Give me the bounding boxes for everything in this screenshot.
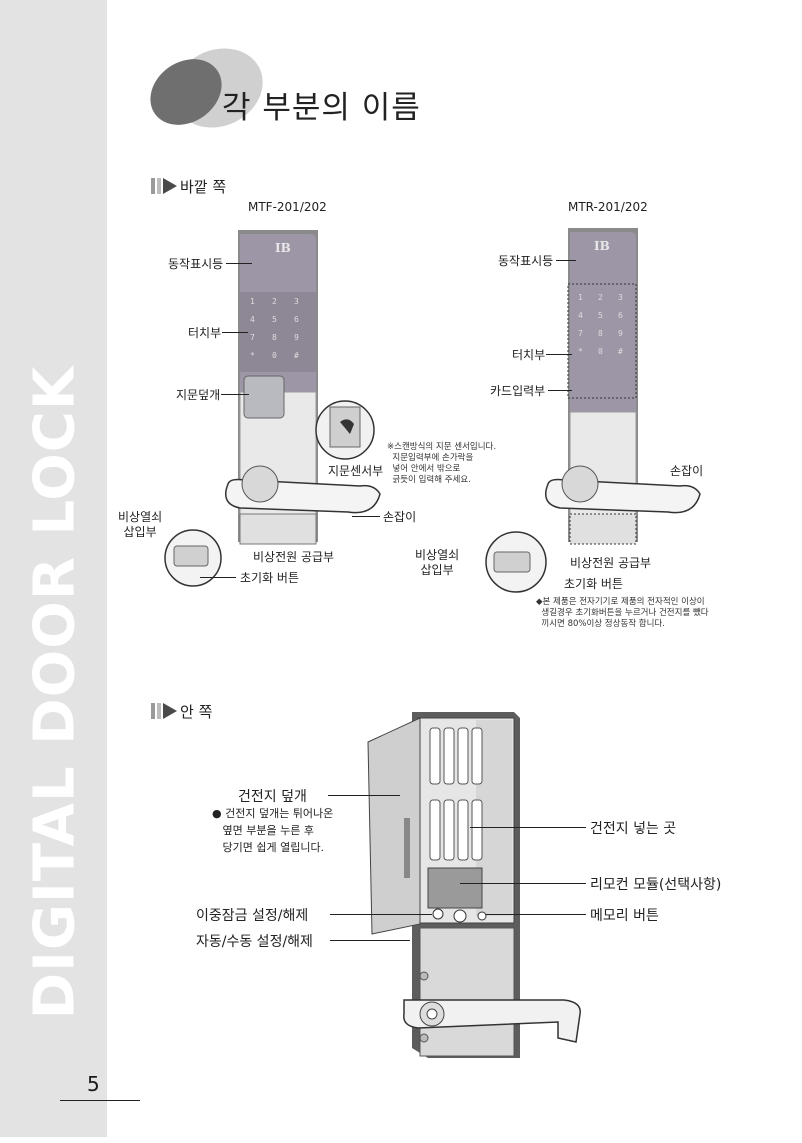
lock-outside-mtr-illustration: IB 1 2 3 4 5 6 7 8 9 * 0 # xyxy=(485,228,701,593)
label-memory-button: 메모리 버튼 xyxy=(590,908,659,924)
label-double-lock: 이중잠금 설정/해제 xyxy=(196,908,309,924)
svg-text:6: 6 xyxy=(294,315,299,324)
label-emergency-power-right: 비상전원 공급부 xyxy=(570,556,652,570)
label-touch-right: 터치부 xyxy=(512,348,546,362)
svg-text:5: 5 xyxy=(272,315,277,324)
model-right: MTR-201/202 xyxy=(568,200,648,214)
section-heading-outside: 바깥 쪽 xyxy=(180,178,227,196)
label-emergency-power-left: 비상전원 공급부 xyxy=(253,550,335,564)
label-fp-sensor-left: 지문센서부 xyxy=(328,464,384,478)
page-title: 각 부분의 이름 xyxy=(222,90,421,126)
svg-text:9: 9 xyxy=(618,329,623,338)
section-marker-outside xyxy=(151,178,177,194)
lock-inside-illustration xyxy=(367,712,581,1058)
label-card-right: 카드입력부 xyxy=(490,384,546,398)
svg-text:8: 8 xyxy=(598,329,603,338)
svg-text:0: 0 xyxy=(272,351,277,360)
label-touch-left: 터치부 xyxy=(188,326,222,340)
svg-text:1: 1 xyxy=(250,297,255,306)
svg-text:9: 9 xyxy=(294,333,299,342)
reset-note: ◆본 제품은 전자기기로 제품의 전자적인 이상이 생길경우 초기화버튼을 누르… xyxy=(536,597,709,629)
label-battery-place: 건전지 넣는 곳 xyxy=(590,821,677,837)
label-indicator-right: 동작표시등 xyxy=(498,254,554,268)
sidebar-band xyxy=(0,0,107,1137)
svg-text:#: # xyxy=(294,351,299,360)
svg-text:6: 6 xyxy=(618,311,623,320)
label-auto-manual: 자동/수동 설정/해제 xyxy=(196,934,313,950)
svg-text:4: 4 xyxy=(578,311,583,320)
svg-text:IB: IB xyxy=(594,239,610,253)
svg-text:7: 7 xyxy=(250,333,255,342)
label-handle-right: 손잡이 xyxy=(670,464,704,478)
section-marker-inside xyxy=(151,703,177,719)
label-remote-module: 리모컨 모듈(선택사항) xyxy=(590,877,722,893)
svg-text:8: 8 xyxy=(272,333,277,342)
svg-text:2: 2 xyxy=(272,297,277,306)
svg-text:4: 4 xyxy=(250,315,255,324)
label-reset-right: 초기화 버튼 xyxy=(564,577,624,591)
title-decoration xyxy=(150,48,263,128)
label-battery-cover: 건전지 덮개 xyxy=(238,789,307,805)
label-fp-cover-left: 지문덮개 xyxy=(176,388,221,402)
svg-text:0: 0 xyxy=(598,347,603,356)
svg-text:7: 7 xyxy=(578,329,583,338)
page-number-rule xyxy=(60,1100,140,1101)
label-handle-left: 손잡이 xyxy=(383,510,417,524)
svg-text:*: * xyxy=(578,347,583,356)
fp-note: ※스캔방식의 지문 센서입니다. 지문입력부에 손가락을 넣어 안에서 밖으로 … xyxy=(387,442,497,485)
label-key-slot-left: 비상열쇠 삽입부 xyxy=(118,510,163,539)
svg-text:5: 5 xyxy=(598,311,603,320)
svg-text:IB: IB xyxy=(275,241,291,255)
sidebar-title: DIGITAL DOOR LOCK xyxy=(22,365,88,1020)
svg-text:2: 2 xyxy=(598,293,603,302)
lock-outside-mtf-illustration: IB 1 2 3 4 5 6 7 8 9 * 0 # xyxy=(164,230,381,587)
svg-text:3: 3 xyxy=(618,293,623,302)
svg-text:#: # xyxy=(618,347,623,356)
label-reset-left: 초기화 버튼 xyxy=(240,571,300,585)
label-key-slot-right: 비상열쇠 삽입부 xyxy=(415,548,460,577)
svg-text:3: 3 xyxy=(294,297,299,306)
svg-text:1: 1 xyxy=(578,293,583,302)
page-number: 5 xyxy=(87,1072,100,1096)
battery-cover-note: ● 건전지 덮개는 튀어나온 옆면 부분을 누른 후 당기면 쉽게 열립니다. xyxy=(212,807,334,854)
section-heading-inside: 안 쪽 xyxy=(180,703,213,721)
label-indicator-left: 동작표시등 xyxy=(168,257,224,271)
svg-text:*: * xyxy=(250,351,255,360)
model-left: MTF-201/202 xyxy=(248,200,327,214)
